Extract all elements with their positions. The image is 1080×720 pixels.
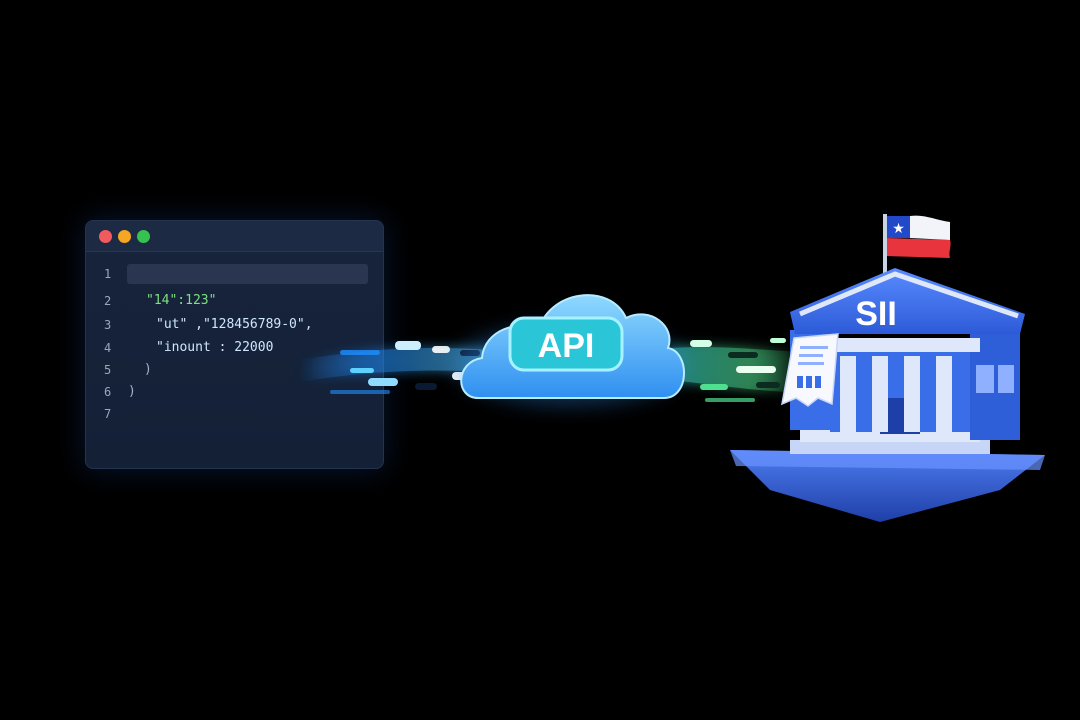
code-text: "ut" ,"128456789-0", bbox=[156, 317, 313, 332]
line-number: 2 bbox=[104, 294, 112, 308]
close-dot-icon[interactable] bbox=[99, 230, 112, 243]
code-text: "14":123" bbox=[146, 293, 217, 308]
api-label: API bbox=[538, 327, 595, 365]
code-line: 6 ) bbox=[86, 382, 383, 402]
code-text: ) bbox=[144, 362, 152, 377]
code-line: 4 "inount : 22000 bbox=[86, 338, 383, 358]
code-line: 7 bbox=[86, 404, 383, 424]
code-body: 1 2 "14":123" 3 "ut" ,"128456789-0", 4 "… bbox=[86, 252, 383, 468]
chile-flag-icon: ★ bbox=[883, 214, 951, 274]
data-stream-blue bbox=[300, 341, 490, 394]
line-highlight bbox=[127, 264, 368, 284]
line-number: 5 bbox=[104, 363, 112, 377]
code-text: ) bbox=[128, 384, 136, 399]
code-line: 5 ) bbox=[86, 360, 383, 380]
svg-text:★: ★ bbox=[892, 221, 905, 237]
code-editor-window: 1 2 "14":123" 3 "ut" ,"128456789-0", 4 "… bbox=[85, 220, 384, 469]
api-badge: API bbox=[508, 316, 624, 372]
editor-titlebar bbox=[86, 221, 383, 252]
sii-building-icon: ★ bbox=[730, 214, 1045, 522]
line-number: 4 bbox=[104, 341, 112, 355]
sii-label: SII bbox=[855, 295, 897, 333]
line-number: 3 bbox=[104, 318, 112, 332]
receipt-icon bbox=[781, 333, 839, 407]
line-number: 1 bbox=[104, 267, 112, 281]
minimize-dot-icon[interactable] bbox=[118, 230, 131, 243]
code-line: 3 "ut" ,"128456789-0", bbox=[86, 315, 383, 335]
maximize-dot-icon[interactable] bbox=[137, 230, 150, 243]
code-line: 2 "14":123" bbox=[86, 291, 383, 311]
data-stream-green bbox=[670, 338, 800, 402]
cloud-icon: API bbox=[455, 294, 685, 405]
code-line: 1 bbox=[86, 264, 383, 284]
code-text: "inount : 22000 bbox=[156, 340, 274, 355]
line-number: 7 bbox=[104, 407, 112, 421]
line-number: 6 bbox=[104, 385, 112, 399]
